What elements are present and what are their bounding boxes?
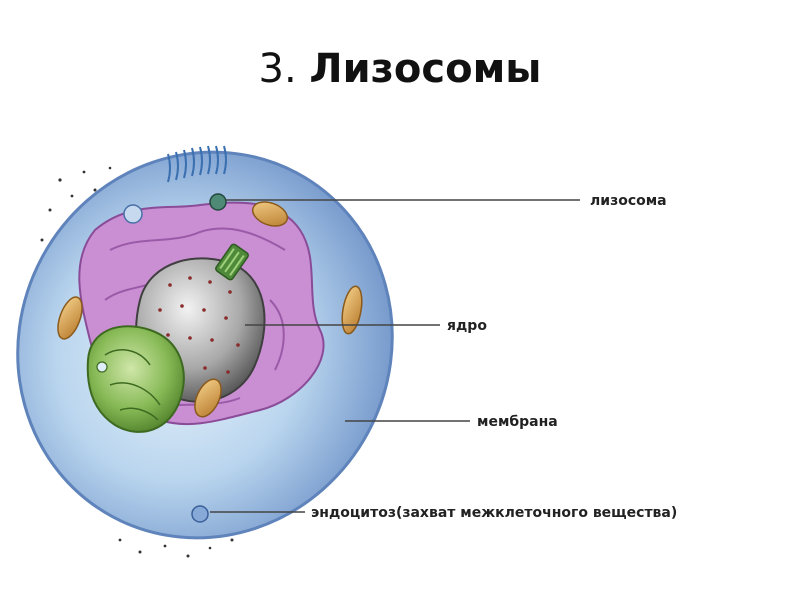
label-nucleus: ядро [447,318,487,334]
green-organelle [86,325,185,433]
label-lysosome: лизосома [590,193,667,209]
extracellular-particles [40,166,254,558]
slide-title: 3. Лизосомы [0,46,800,92]
reticulum-folds [104,227,286,411]
endocytosis-vesicle [191,505,209,523]
lysosome [209,193,227,211]
label-membrane: мембрана [477,414,558,430]
centriole [215,243,249,281]
small-vesicle [96,361,108,373]
green-organelle-folds [104,349,161,421]
label-endocytosis: эндоцитоз(захват межклеточного вещества) [311,505,677,521]
leader-lines [210,199,580,513]
cilia [167,145,227,183]
slide-number: 3. [258,46,297,92]
small-lysosome [123,204,143,224]
slide-title-word: Лизосомы [309,46,542,92]
mitochondria [57,201,363,418]
